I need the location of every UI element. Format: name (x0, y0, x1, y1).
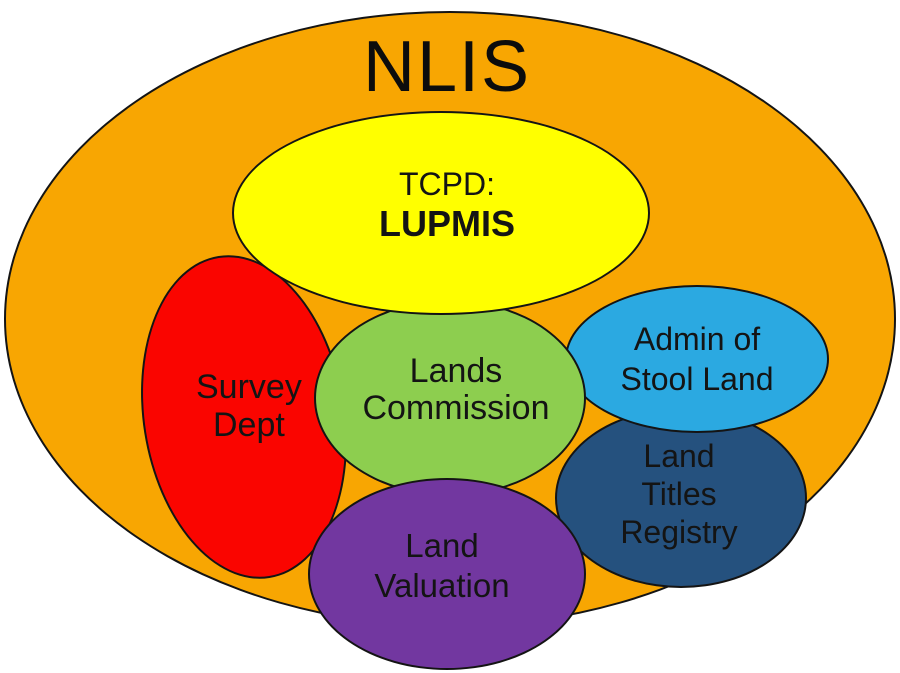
admin-stool-land-label: Admin of Stool Land (620, 319, 773, 399)
land-titles-registry-label: Land Titles Registry (620, 437, 737, 551)
tcpd-line1: TCPD: (398, 166, 495, 202)
lands-commission-ellipse: Lands Commission (314, 300, 586, 496)
survey-dept-line1: Survey (196, 368, 302, 407)
land-valuation-line2: Valuation (374, 567, 510, 604)
land-titles-line3: Registry (620, 514, 738, 550)
lands-commission-label: Lands Commission (362, 353, 549, 427)
land-valuation-ellipse: Land Valuation (308, 478, 586, 670)
land-titles-registry-ellipse: Land Titles Registry (555, 408, 807, 588)
admin-stool-land-line2: Stool Land (620, 361, 774, 397)
lands-commission-line1: Lands (409, 352, 503, 390)
admin-stool-land-ellipse: Admin of Stool Land (565, 285, 829, 433)
land-titles-line1: Land (643, 438, 715, 474)
tcpd-lupmis-label: TCPD: LUPMIS (379, 165, 515, 243)
admin-stool-land-line1: Admin of (633, 321, 761, 357)
land-valuation-line1: Land (405, 527, 479, 564)
survey-dept-label: Survey Dept (196, 368, 302, 444)
tcpd-line2: LUPMIS (378, 203, 515, 244)
diagram-title: NLIS (362, 27, 532, 107)
land-titles-line2: Titles (641, 476, 717, 512)
lands-commission-line2: Commission (362, 389, 550, 427)
survey-dept-line2: Dept (213, 406, 285, 445)
tcpd-lupmis-ellipse: TCPD: LUPMIS (232, 111, 650, 315)
land-valuation-label: Land Valuation (374, 526, 509, 606)
